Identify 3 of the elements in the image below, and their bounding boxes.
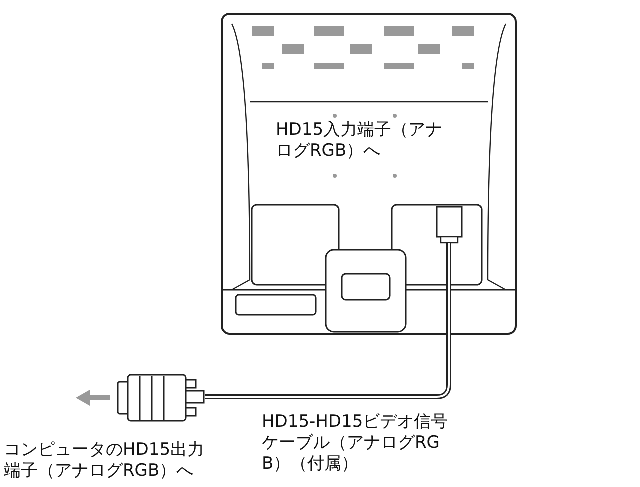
port-label: HD15入力端子（アナログRGB）へ	[276, 120, 444, 162]
port-label: コンピュータのHD15出力端子（アナログRGB）へ	[4, 440, 206, 482]
cable-label: HD15-HD15ビデオ信号ケーブル（アナログRGB）（付属）	[262, 412, 450, 475]
